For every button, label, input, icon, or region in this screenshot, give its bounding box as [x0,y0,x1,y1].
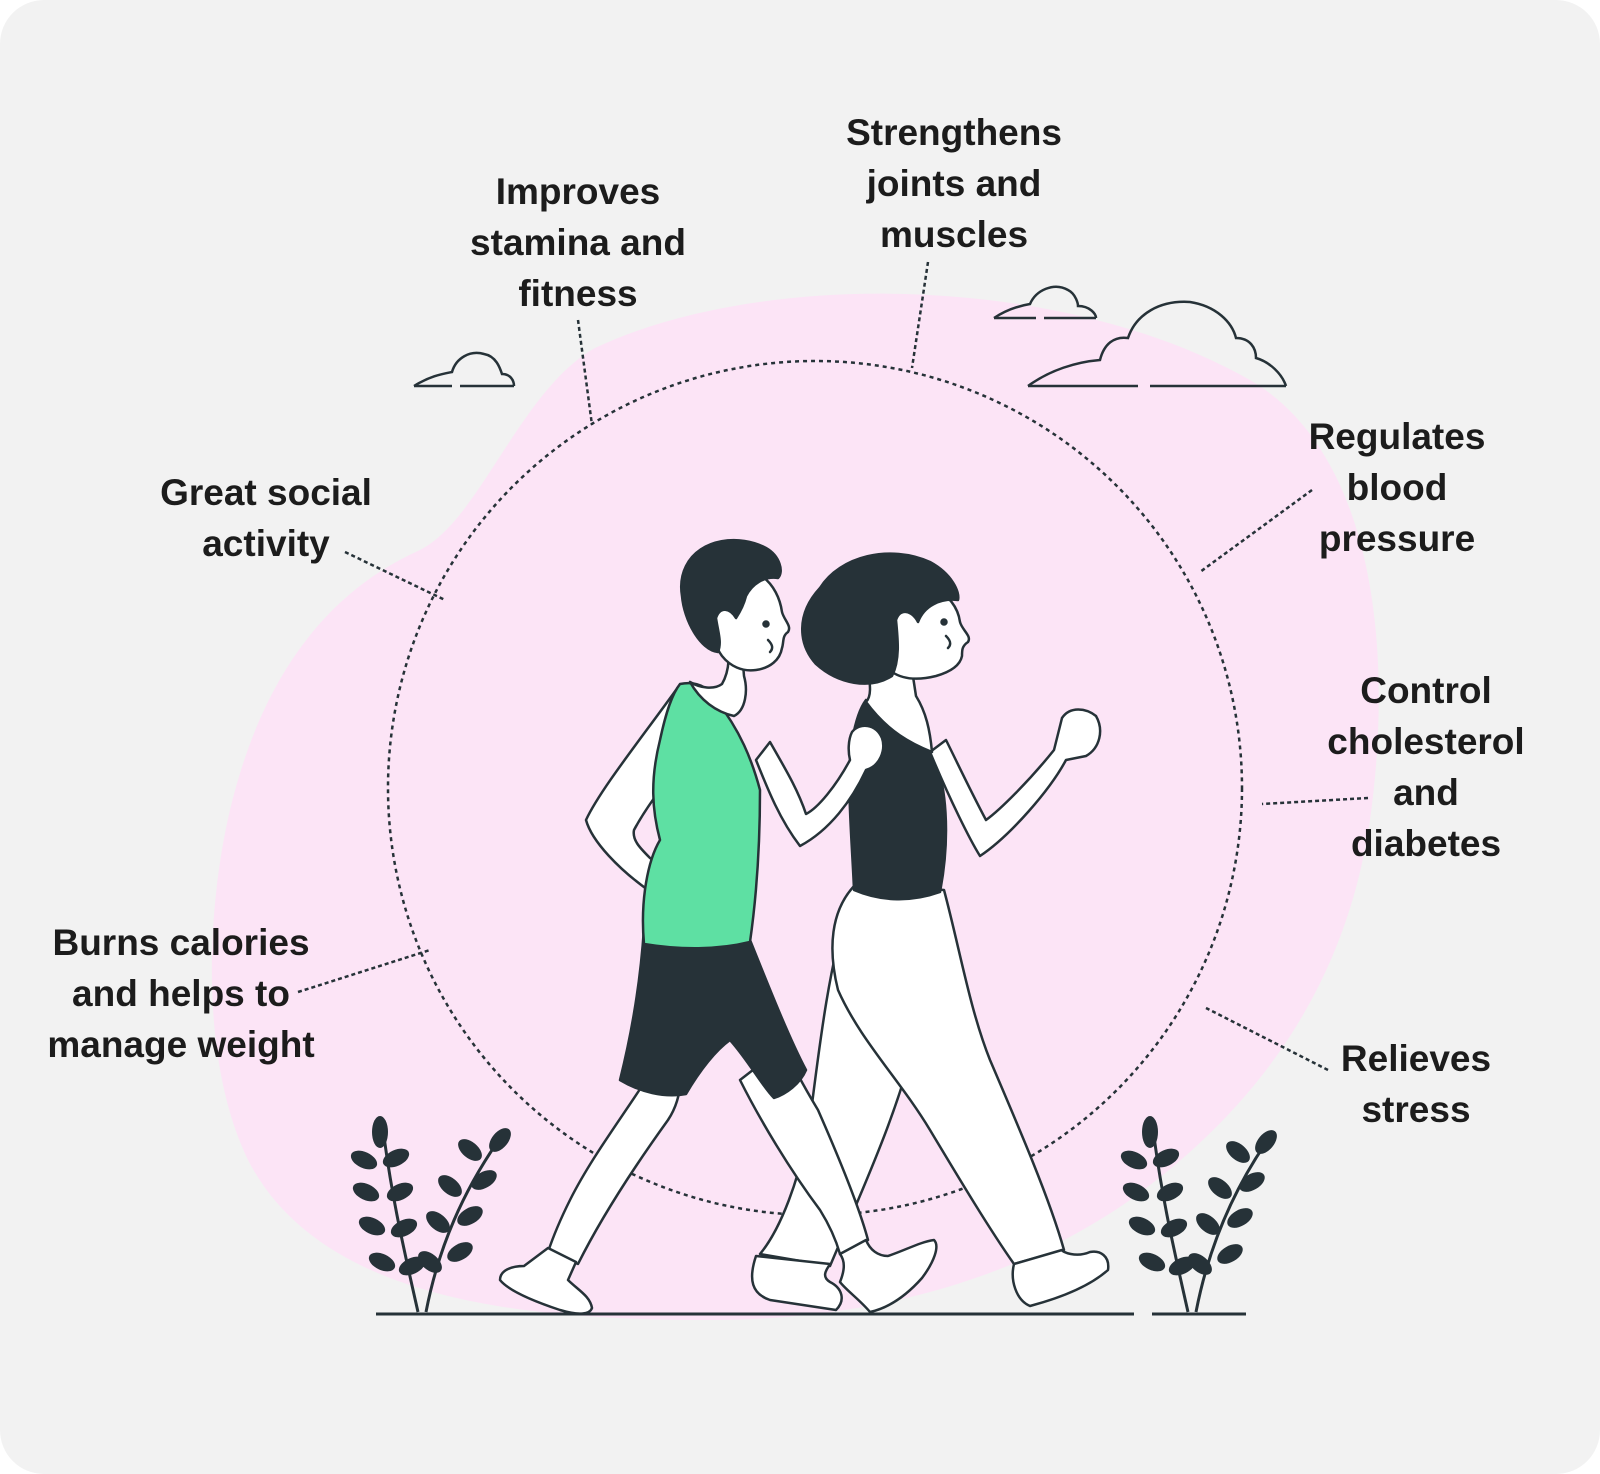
benefit-strengthens-joints: Strengthens joints and muscles [846,112,1062,255]
benefit-control-cholesterol: Control cholesterol and diabetes [1327,670,1525,864]
cloud-icon [993,285,1098,320]
connector-regulates [1199,488,1313,574]
plant-icon [350,1116,511,1313]
connector-burns [297,948,431,994]
benefit-improves-stamina: Improves stamina and fitness [470,171,686,314]
connector-improves [576,319,594,426]
dotted-ring [386,359,1244,1217]
walking-man-illustration [498,538,938,1315]
benefit-relieves-stress: Relieves stress [1340,1038,1492,1130]
cloud-icon [413,351,516,388]
connector-strengthens [910,261,930,369]
benefit-regulates-blood-pressure: Regulates blood pressure [1308,416,1486,559]
cloud-icon [1027,300,1288,388]
connector-lines [297,261,1369,1072]
connector-social [344,550,446,602]
benefit-social-activity: Great social activity [160,472,372,564]
plant-icon [1120,1116,1277,1313]
connector-relieves [1205,1006,1329,1072]
connector-control [1261,796,1369,806]
benefit-burns-calories: Burns calories and helps to manage weigh… [47,922,315,1065]
